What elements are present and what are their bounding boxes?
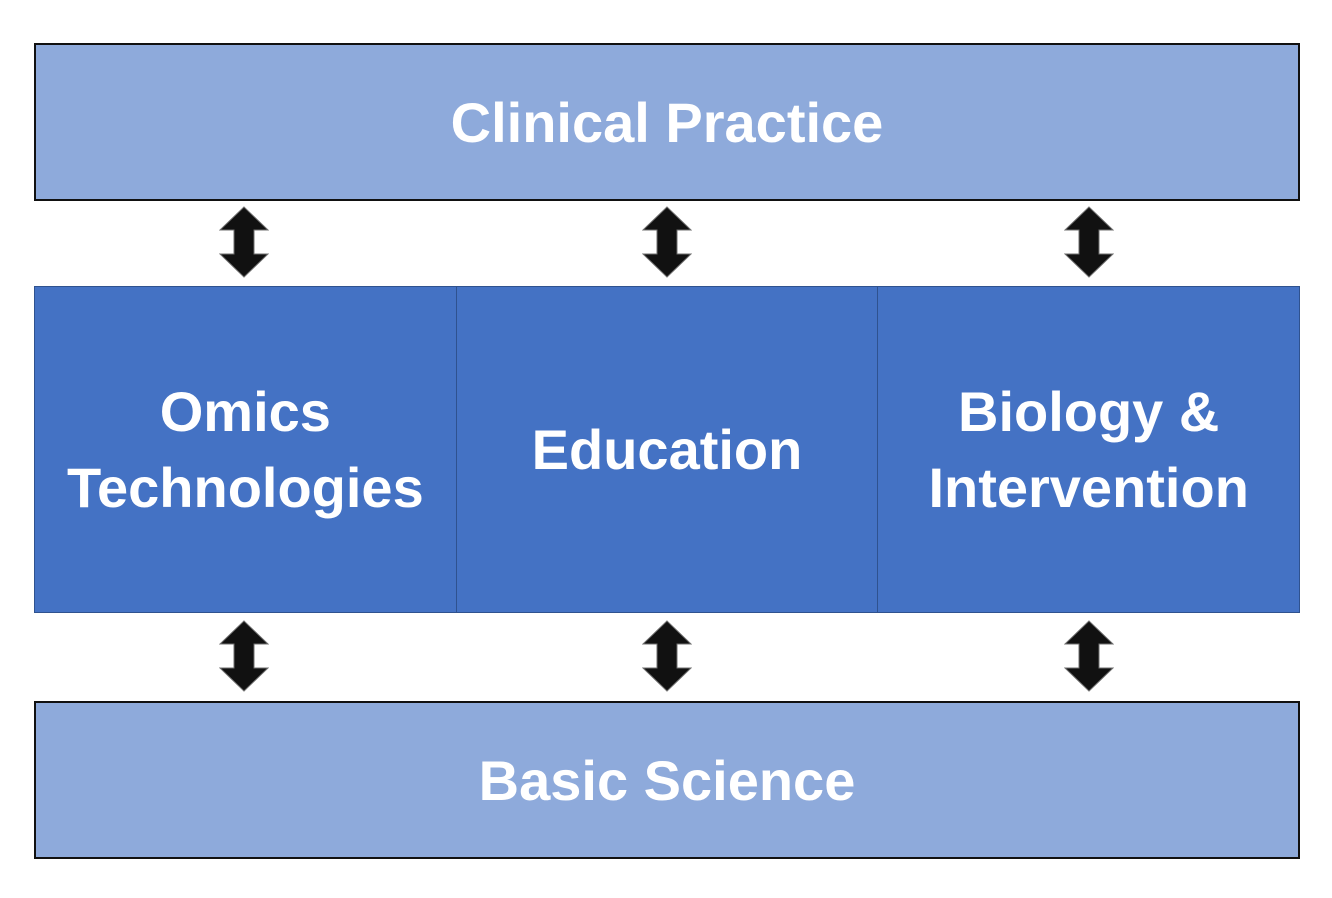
clinical-practice-box: Clinical Practice (34, 43, 1300, 201)
basic-science-box: Basic Science (34, 701, 1300, 859)
box-label-line: Education (531, 417, 803, 481)
double-arrow-icon (642, 620, 692, 692)
education-box: Education (456, 286, 879, 613)
basic-science-label: Basic Science (478, 748, 856, 812)
double-arrow-icon (219, 206, 269, 278)
double-arrow-icon (1064, 206, 1114, 278)
box-label-line: Biology & (958, 379, 1220, 443)
double-arrow-icon (1064, 620, 1114, 692)
box-label-line: Intervention (928, 455, 1249, 519)
double-arrow-icon (219, 620, 269, 692)
double-arrow-icon (642, 206, 692, 278)
clinical-practice-label: Clinical Practice (450, 90, 884, 154)
box-label-line: Omics (159, 379, 331, 443)
omics-technologies-box: Omics Technologies (34, 286, 457, 613)
biology-intervention-box: Biology & Intervention (878, 286, 1301, 613)
box-label-line: Technologies (66, 455, 424, 519)
middle-row: Omics Technologies Education Biology & I… (34, 286, 1301, 613)
